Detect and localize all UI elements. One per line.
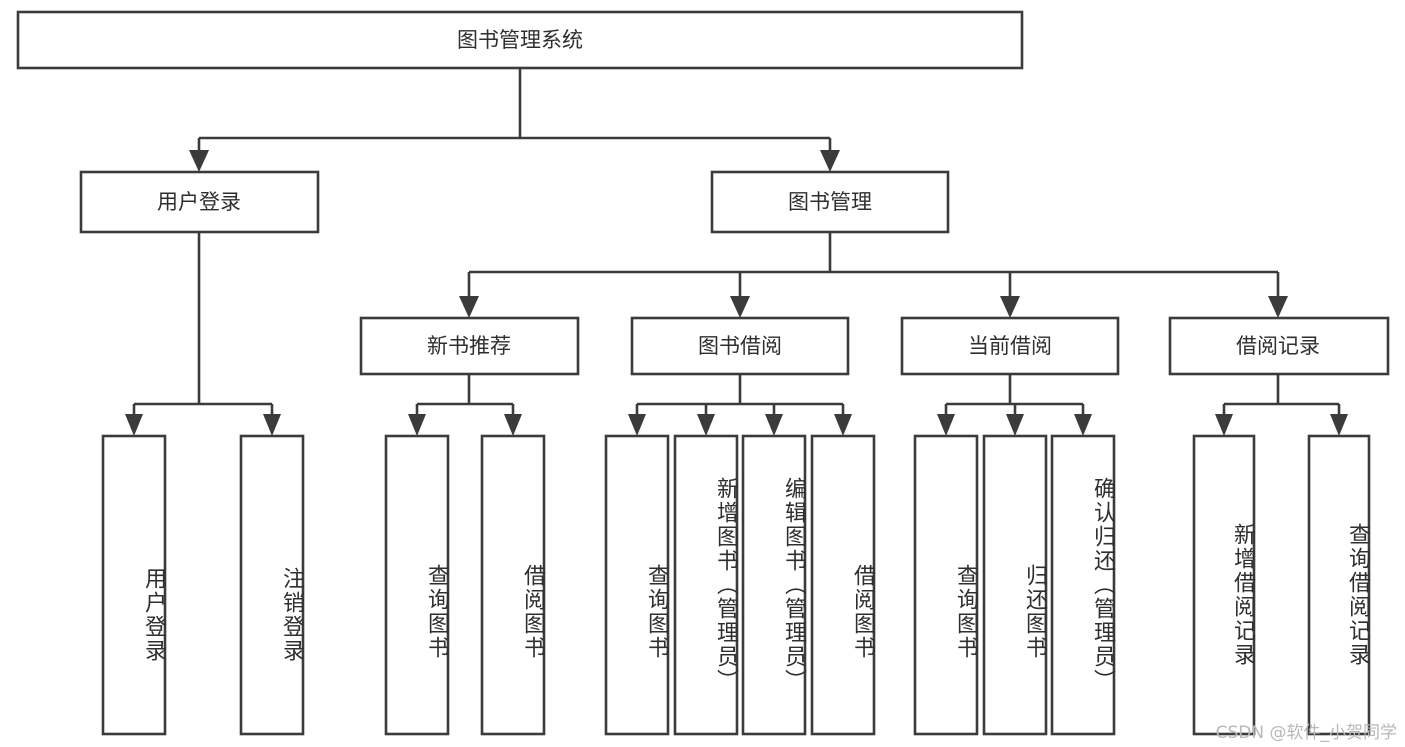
node-root-box[interactable] bbox=[16, 10, 1024, 70]
arrow-head-book-borrow bbox=[730, 296, 750, 318]
leaf-box-bb-4[interactable] bbox=[810, 434, 876, 736]
leaf-box-bb-3[interactable] bbox=[741, 434, 807, 736]
node-book-management[interactable]: 图书管理 bbox=[710, 170, 950, 234]
arrow-head-borrow-record bbox=[1268, 296, 1288, 318]
arrow-head-leaf-user-login-2 bbox=[263, 414, 281, 436]
leaf-box-br-1[interactable] bbox=[1192, 434, 1256, 736]
leaf-box-cb-1[interactable] bbox=[913, 434, 979, 736]
leaf-box-bb-1[interactable] bbox=[604, 434, 670, 736]
arrow-head-leaf-bb-4 bbox=[834, 414, 852, 436]
connector-group-book-borrow bbox=[628, 374, 852, 436]
arrow-head-leaf-br-2 bbox=[1330, 414, 1348, 436]
node-user-login-label: 用户登录 bbox=[157, 190, 241, 214]
node-new-book-recommend-box[interactable] bbox=[359, 316, 580, 376]
node-current-borrow-label: 当前借阅 bbox=[968, 334, 1052, 358]
leaf-box-nbr-1[interactable] bbox=[384, 434, 450, 736]
arrow-head-leaf-cb-2 bbox=[1006, 414, 1024, 436]
node-borrow-record-box[interactable] bbox=[1168, 316, 1390, 376]
node-book-management-box[interactable] bbox=[710, 170, 950, 234]
arrow-head-user-login bbox=[189, 150, 209, 172]
connector-group-user-login bbox=[125, 232, 281, 436]
node-book-borrow-label: 图书借阅 bbox=[698, 334, 782, 358]
node-new-book-recommend[interactable]: 新书推荐 bbox=[359, 316, 580, 376]
arrow-head-leaf-br-1 bbox=[1215, 414, 1233, 436]
connector-group-new-book-recommend bbox=[408, 374, 522, 436]
leaf-box-bb-2[interactable] bbox=[673, 434, 739, 736]
csdn-watermark: CSDN @软件_小贺同学 bbox=[1215, 723, 1397, 743]
connector-group-borrow-record bbox=[1215, 374, 1348, 436]
node-book-borrow-box[interactable] bbox=[630, 316, 850, 376]
node-user-login[interactable]: 用户登录 bbox=[79, 170, 320, 234]
node-user-login-box[interactable] bbox=[79, 170, 320, 234]
leaf-box-br-2[interactable] bbox=[1307, 434, 1371, 736]
connector-group-book-mgmt bbox=[459, 232, 1288, 318]
node-current-borrow[interactable]: 当前借阅 bbox=[900, 316, 1120, 376]
arrow-head-leaf-bb-1 bbox=[628, 414, 646, 436]
arrow-head-leaf-nbr-1 bbox=[408, 414, 426, 436]
node-borrow-record-label: 借阅记录 bbox=[1236, 334, 1320, 358]
arrow-head-leaf-nbr-2 bbox=[504, 414, 522, 436]
arrow-head-leaf-bb-3 bbox=[765, 414, 783, 436]
arrow-head-new-book-recommend bbox=[459, 296, 479, 318]
arrow-head-book-mgmt bbox=[820, 150, 840, 172]
leaf-box-nbr-2[interactable] bbox=[480, 434, 546, 736]
node-current-borrow-box[interactable] bbox=[900, 316, 1120, 376]
arrow-head-current-borrow bbox=[1000, 296, 1020, 318]
connector-group-root bbox=[189, 68, 840, 172]
leaf-box-cb-3[interactable] bbox=[1050, 434, 1116, 736]
arrow-head-leaf-user-login-1 bbox=[125, 414, 143, 436]
node-new-book-recommend-label: 新书推荐 bbox=[427, 334, 511, 358]
arrow-head-leaf-cb-1 bbox=[937, 414, 955, 436]
node-root-label: 图书管理系统 bbox=[457, 28, 583, 52]
node-borrow-record[interactable]: 借阅记录 bbox=[1168, 316, 1390, 376]
connector-group-current-borrow bbox=[937, 374, 1092, 436]
node-book-management-label: 图书管理 bbox=[788, 190, 872, 214]
node-book-borrow[interactable]: 图书借阅 bbox=[630, 316, 850, 376]
leaf-box-user-login-2[interactable] bbox=[239, 434, 305, 736]
node-root[interactable]: 图书管理系统 bbox=[16, 10, 1024, 70]
leaf-box-cb-2[interactable] bbox=[982, 434, 1048, 736]
leaf-box-user-login-1[interactable] bbox=[101, 434, 167, 736]
arrow-head-leaf-cb-3 bbox=[1074, 414, 1092, 436]
arrow-head-leaf-bb-2 bbox=[697, 414, 715, 436]
